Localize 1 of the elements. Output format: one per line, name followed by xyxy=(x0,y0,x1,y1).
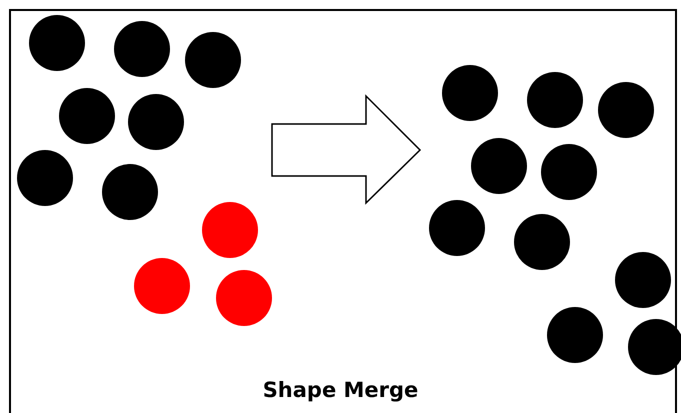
caption: Shape Merge xyxy=(262,378,418,402)
